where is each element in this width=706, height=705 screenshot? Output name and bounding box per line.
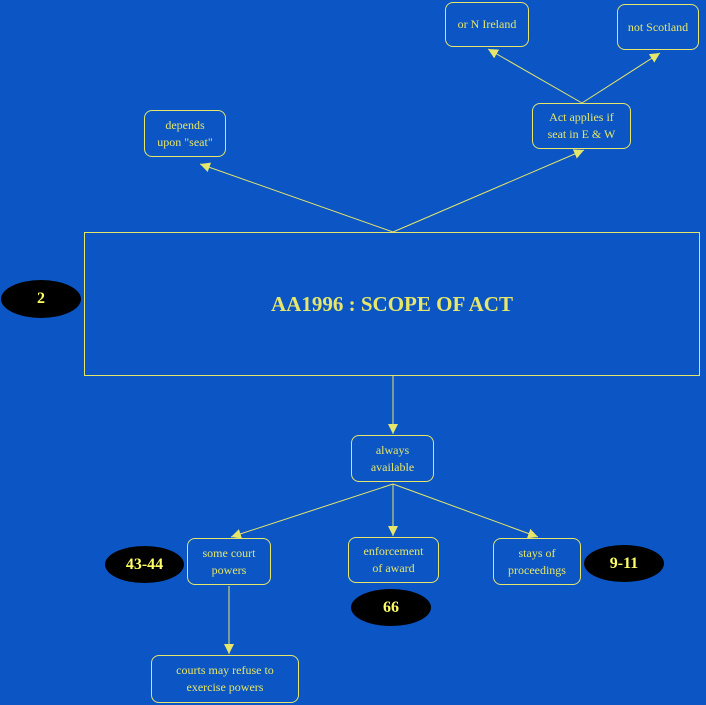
arrow-to-depends [199,162,394,233]
ref-badge-main: 2 [1,280,81,318]
main-title: AA1996 : SCOPE OF ACT [271,291,513,316]
node-act-applies[interactable]: Act applies if seat in E & W [532,103,631,149]
ref-badge-enforcement: 66 [351,589,431,626]
node-depends-upon-seat[interactable]: depends upon "seat" [144,110,226,157]
node-courts-may-refuse[interactable]: courts may refuse to exercise powers [151,655,299,703]
ref-badge-court-powers: 43-44 [105,546,184,583]
node-always-available[interactable]: always available [351,435,434,482]
main-title-box[interactable]: AA1996 : SCOPE OF ACT [84,232,700,376]
arrow-to-act-applies [392,149,585,233]
node-enforcement-of-award[interactable]: enforcement of award [348,537,439,583]
node-not-scotland[interactable]: not Scotland [617,4,699,50]
arrow-to-court-powers [230,483,394,539]
arrow-to-n-ireland [487,48,583,104]
arrow-to-stays [392,483,539,539]
ref-badge-stays: 9-11 [584,545,664,582]
arrow-to-not-scotland [581,52,661,104]
node-or-n-ireland[interactable]: or N Ireland [445,2,529,47]
node-stays-of-proceedings[interactable]: stays of proceedings [493,538,581,585]
node-some-court-powers[interactable]: some court powers [187,538,271,585]
